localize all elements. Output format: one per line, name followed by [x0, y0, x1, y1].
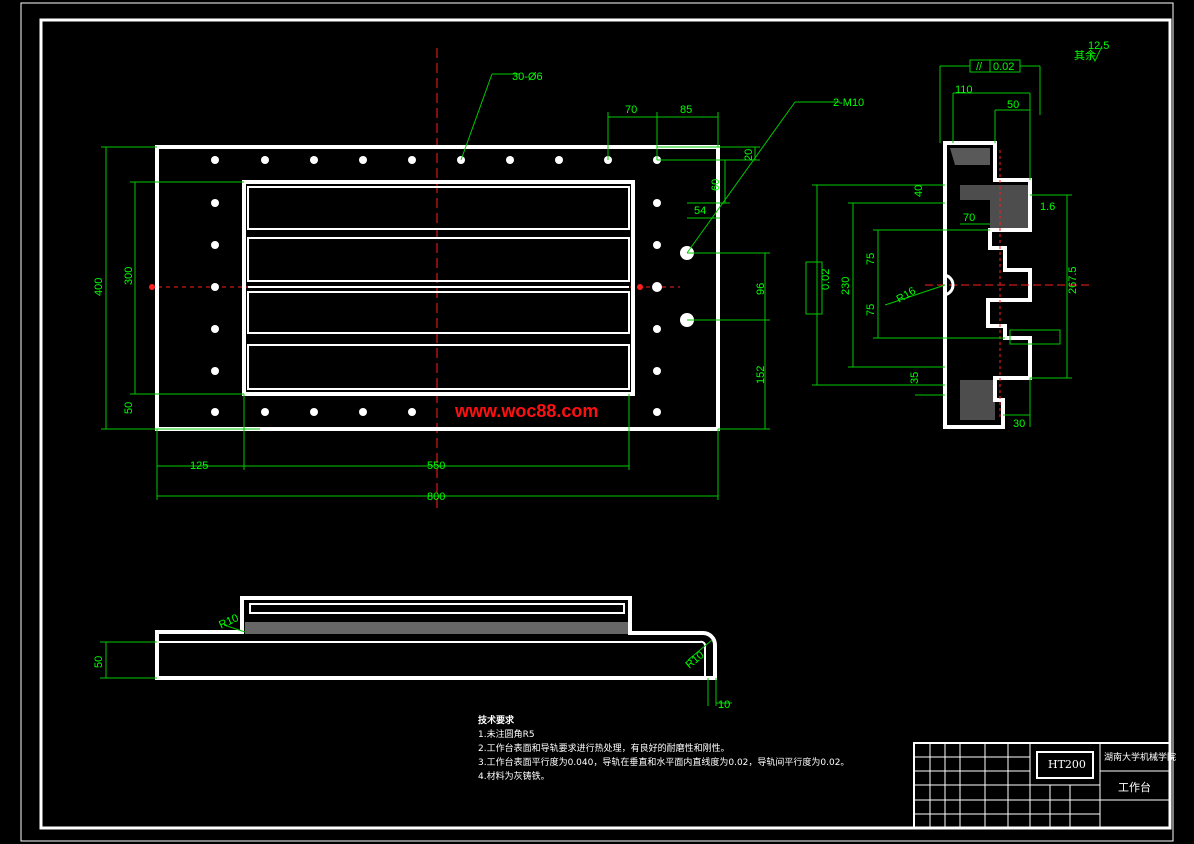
- svg-text:其余: 其余: [1074, 48, 1096, 62]
- note-item: 4.材料为灰铸铁。: [478, 772, 550, 782]
- svg-text:60: 60: [710, 179, 722, 191]
- svg-text:1.6: 1.6: [1040, 201, 1055, 213]
- part-name: 工作台: [1118, 781, 1151, 794]
- svg-text:267.5: 267.5: [1067, 266, 1079, 294]
- title-block: [913, 742, 1171, 829]
- svg-text:40: 40: [913, 185, 925, 197]
- svg-text:85: 85: [680, 104, 692, 116]
- drawing-frame: [39, 18, 1172, 830]
- svg-text:R16: R16: [894, 285, 917, 305]
- svg-text:35: 35: [909, 372, 921, 384]
- svg-text:75: 75: [865, 304, 877, 316]
- svg-text:550: 550: [427, 460, 445, 472]
- svg-text:50: 50: [1007, 99, 1019, 111]
- svg-text://: //: [976, 61, 983, 73]
- svg-text:70: 70: [963, 212, 975, 224]
- svg-text:400: 400: [93, 278, 105, 296]
- svg-text:75: 75: [865, 253, 877, 265]
- t-slot: [247, 186, 630, 230]
- svg-text:300: 300: [123, 267, 135, 285]
- svg-text:10: 10: [718, 699, 730, 711]
- front-outline: [155, 596, 717, 680]
- section-view: 0.02 // 110 50 40 70 1.6 0.02 75 75 230 …: [805, 40, 1109, 430]
- note-item: 2.工作台表面和导轨要求进行热处理，有良好的耐磨性和刚性。: [478, 744, 730, 754]
- thread-callout: 2-M10: [833, 97, 864, 109]
- svg-text:R10: R10: [683, 649, 706, 671]
- svg-text:96: 96: [755, 283, 767, 295]
- watermark: www.woc88.com: [455, 401, 599, 421]
- svg-text:30: 30: [1013, 418, 1025, 430]
- note-item: 1.未注圆角R5: [478, 730, 535, 740]
- holes-callout: 30-Ø6: [512, 71, 543, 83]
- technical-notes: 技术要求 1.未注圆角R5 2.工作台表面和导轨要求进行热处理，有良好的耐磨性和…: [478, 714, 849, 784]
- material-label: HT200: [1048, 758, 1086, 771]
- svg-text:0.02: 0.02: [820, 269, 832, 290]
- svg-text:70: 70: [625, 104, 637, 116]
- svg-text:110: 110: [955, 84, 973, 96]
- mounting-holes: [211, 156, 694, 416]
- svg-text:230: 230: [840, 277, 852, 295]
- note-item: 3.工作台表面平行度为0.040，导轨在垂直和水平面内直线度为0.02，导轨间平…: [478, 758, 850, 768]
- svg-text:152: 152: [755, 366, 767, 384]
- notes-title: 技术要求: [478, 716, 515, 726]
- svg-text:800: 800: [427, 491, 445, 503]
- svg-text:50: 50: [123, 402, 135, 414]
- t-slot: [247, 237, 630, 282]
- sheet-border: [20, 2, 1174, 842]
- svg-text:12.5: 12.5: [1088, 40, 1109, 52]
- t-slot: [247, 291, 630, 334]
- parallel-tolerance: 0.02: [993, 61, 1014, 73]
- top-view: 30-Ø6 2-M10 70 85 20 60 54 96 152 400 30…: [93, 48, 864, 510]
- svg-text:R10: R10: [217, 612, 240, 631]
- front-view: R10 R10 50 10: [93, 596, 732, 711]
- t-slot: [247, 344, 630, 390]
- svg-text:125: 125: [190, 460, 208, 472]
- svg-text:54: 54: [694, 205, 706, 217]
- profile-outline: [943, 141, 1032, 429]
- table-outline: [155, 145, 720, 431]
- svg-text:50: 50: [93, 656, 105, 668]
- svg-text:20: 20: [743, 149, 755, 161]
- school-label: 湖南大学机械学院: [1104, 753, 1177, 763]
